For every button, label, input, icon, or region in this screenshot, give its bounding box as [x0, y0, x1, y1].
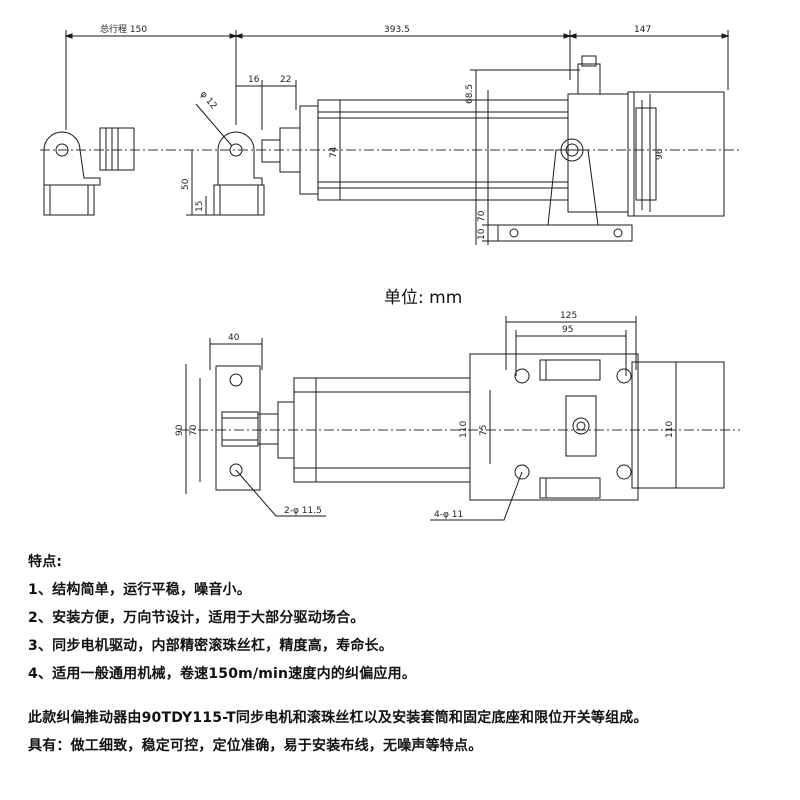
technical-drawing: 总行程 150 393.5 147 16 22 68.5 74 96 50 15… — [0, 23, 800, 540]
dim-total-stroke: 总行程 150 — [100, 23, 147, 35]
dim-110-body: 110 — [459, 421, 469, 438]
feature-item: 3、同步电机驱动，内部精密滚珠丝杠，精度高，寿命长。 — [28, 638, 393, 654]
top-view — [40, 30, 740, 245]
features-section: 特点: 1、结构简单，运行平稳，噪音小。 2、安装方便，万向节设计，适用于大部分… — [28, 548, 788, 760]
dim-70: 70 — [477, 210, 487, 222]
dim-hole-2-phi11-5: 2-φ 11.5 — [284, 506, 322, 516]
dim-50: 50 — [181, 178, 191, 190]
feature-item: 4、适用一般通用机械，卷速150m/min速度内的纠偏应用。 — [28, 666, 417, 682]
dim-96: 96 — [655, 148, 665, 160]
bottom-view — [180, 316, 740, 520]
dim-70b: 70 — [189, 424, 199, 436]
dim-22: 22 — [280, 75, 291, 85]
feature-item: 2、安装方便，万向节设计，适用于大部分驱动场合。 — [28, 610, 365, 626]
features-heading: 特点: — [28, 554, 63, 570]
dim-90: 90 — [175, 424, 185, 436]
dim-motor-length: 147 — [634, 25, 651, 35]
dim-phi12: φ 12 — [198, 90, 219, 112]
dim-16: 16 — [248, 75, 260, 85]
dim-15: 15 — [195, 201, 205, 212]
dim-125: 125 — [560, 311, 577, 321]
dim-95: 95 — [562, 325, 573, 335]
description-line-2: 具有：做工细致，稳定可控，定位准确，易于安装布线，无噪声等特点。 — [28, 738, 483, 754]
dim-40: 40 — [228, 333, 240, 343]
dim-body-length: 393.5 — [384, 25, 410, 35]
dim-75: 75 — [479, 425, 489, 436]
dim-74: 74 — [329, 146, 339, 158]
description-line-1: 此款纠偏推动器由90TDY115-T同步电机和滚珠丝杠以及安装套筒和固定底座和限… — [28, 710, 648, 726]
unit-label: 单位: mm — [384, 288, 463, 308]
dim-110-motor: 110 — [665, 421, 675, 438]
dim-hole-4-phi11: 4-φ 11 — [434, 510, 463, 520]
dim-68-5: 68.5 — [465, 84, 475, 104]
dim-10: 10 — [477, 228, 487, 240]
feature-item: 1、结构简单，运行平稳，噪音小。 — [28, 582, 251, 598]
